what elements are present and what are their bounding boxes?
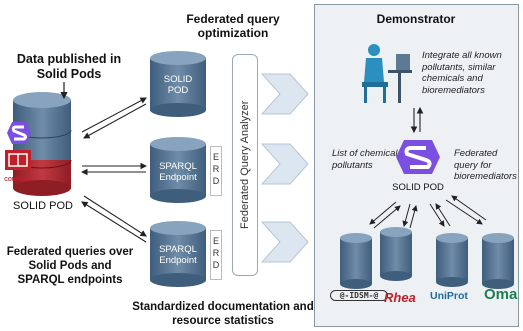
left-middle-arrows — [80, 97, 148, 243]
demo-db-uniprot — [436, 233, 468, 287]
federated-queries-title: Federated queries over Solid Pods and SP… — [6, 246, 134, 286]
oma-logo: Oma — [484, 286, 518, 303]
demo-db-idsm — [340, 233, 372, 289]
integrate-text: Integrate all known pollutants, similar … — [422, 50, 502, 96]
middle-solid-pod-label: SOLID POD — [163, 74, 193, 96]
query-analyzer-label: Federated Query Analyzer — [239, 100, 251, 230]
rhea-logo: Rhea — [384, 290, 416, 305]
middle-sparql-cylinder-2 — [150, 221, 206, 287]
demo-solid-pod-label: SOLID POD — [392, 182, 444, 193]
sparql-endpoint-label-1: SPARQL Endpoint — [159, 161, 197, 183]
chevron-arrows — [260, 73, 309, 263]
query-analyzer-bar: Federated Query Analyzer — [232, 54, 258, 276]
left-solid-pod-label: SOLID POD — [13, 200, 73, 212]
solid-logo-icon — [396, 140, 440, 174]
comunica-logo-icon: COMUNICA — [3, 150, 33, 190]
demo-fanout-arrows — [369, 195, 487, 229]
left-solid-pod-cylinder — [12, 92, 72, 196]
federated-bioremediators-text: Federated query for bioremediators — [454, 148, 517, 182]
uniprot-logo: UniProt — [430, 290, 468, 302]
middle-sparql-cylinder-1 — [150, 137, 206, 203]
person-at-desk-icon — [362, 44, 412, 103]
demonstrator-title: Demonstrator — [376, 12, 456, 26]
list-pollutants-text: List of chemical pollutants — [332, 148, 398, 171]
demo-vertical-arrows — [410, 106, 424, 134]
idsm-logo: @-IDSM-@ — [330, 290, 388, 301]
middle-solid-pod-cylinder — [150, 51, 206, 117]
documentation-title: Standardized documentation and resource … — [132, 301, 314, 327]
published-title: Data published in Solid Pods — [16, 52, 122, 81]
comunica-label: COMUNICA — [4, 177, 32, 183]
demo-db-rhea — [380, 227, 412, 281]
sparql-endpoint-label-2: SPARQL Endpoint — [159, 244, 197, 266]
solid-logo-small-icon — [6, 120, 32, 146]
optimization-title: Federated query optimization — [186, 12, 280, 40]
erd-box-2: ERD — [210, 230, 222, 280]
erd-box-1: ERD — [210, 146, 222, 196]
demo-db-oma — [482, 233, 514, 289]
